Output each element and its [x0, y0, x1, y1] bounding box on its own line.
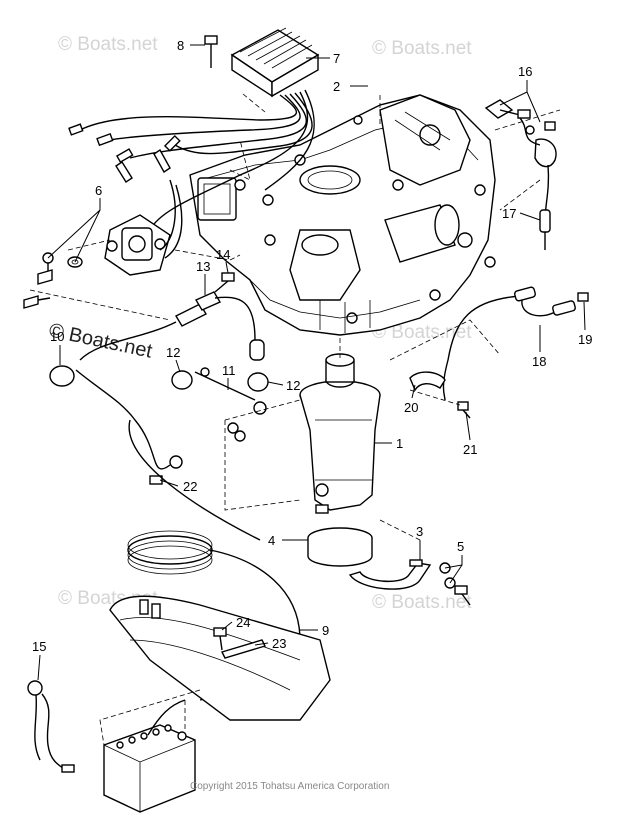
regulator-harness: [68, 89, 315, 231]
battery: [103, 699, 196, 813]
leader-lines: [37, 44, 586, 681]
clip-23: [213, 627, 266, 659]
starter-bracket: [348, 559, 432, 590]
watermark: © Boats.net: [372, 592, 472, 613]
callout-12b: 12: [286, 378, 300, 393]
callout-19: 19: [578, 332, 592, 347]
watermark: © Boats.net: [372, 38, 472, 59]
callout-5: 5: [457, 539, 464, 554]
callout-22: 22: [183, 479, 197, 494]
callout-23: 23: [272, 636, 286, 651]
copyright-notice: Copyright 2015 Tohatsu America Corporati…: [190, 781, 390, 792]
callout-20: 20: [404, 400, 418, 415]
callout-21: 21: [463, 442, 477, 457]
callout-1: 1: [396, 436, 403, 451]
rectifier-regulator: [230, 27, 320, 98]
callout-18: 18: [532, 354, 546, 369]
reference-lines: [29, 93, 561, 746]
callout-11: 11: [222, 363, 236, 378]
switch-15: [27, 680, 75, 773]
battery-cables: [49, 272, 269, 541]
callout-17: 17: [502, 206, 516, 221]
callout-16: 16: [518, 64, 532, 79]
callout-15: 15: [32, 639, 46, 654]
callout-12: 12: [166, 345, 180, 360]
starter-band: [307, 527, 373, 567]
coil-hardware: [23, 252, 83, 309]
engine-block: [189, 94, 496, 336]
callout-10: 10: [50, 329, 64, 344]
callout-labels: 1 2 3 4 5 6 7 8 9 10 11 12 12 13 14 15 1…: [32, 38, 592, 654]
starter-motor: [299, 353, 381, 514]
ground-lead: [409, 286, 589, 419]
ignition-coil: [104, 179, 183, 276]
callout-2: 2: [333, 79, 340, 94]
bolt-8: [204, 35, 218, 68]
thermo-switch: [484, 99, 557, 250]
callout-4: 4: [268, 533, 275, 548]
callout-3: 3: [416, 524, 423, 539]
callout-14: 14: [216, 247, 230, 262]
callout-9: 9: [322, 623, 329, 638]
callout-7: 7: [333, 51, 340, 66]
callout-6: 6: [95, 183, 102, 198]
callout-24: 24: [236, 615, 250, 630]
callout-8: 8: [177, 38, 184, 53]
watermark: © Boats.net: [58, 34, 158, 55]
watermark-group: © Boats.net © Boats.net © Boats.net © Bo…: [58, 34, 472, 613]
lower-cover: [109, 595, 331, 721]
watermark: © Boats.net: [372, 322, 472, 343]
callout-13: 13: [196, 259, 210, 274]
